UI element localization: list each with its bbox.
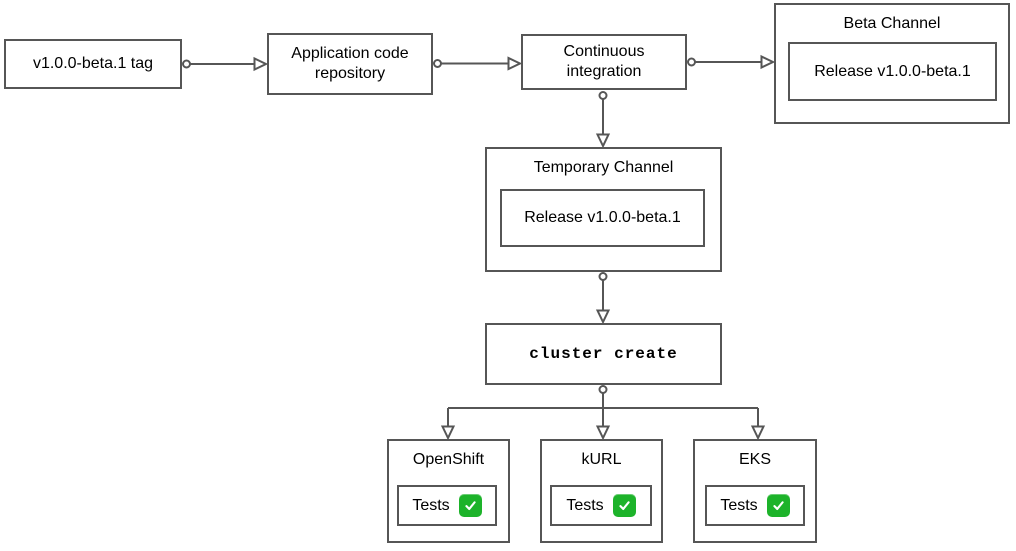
node-openshift-tests-label: Tests [412, 496, 450, 514]
node-kurl-tests: Tests [550, 485, 652, 526]
container-beta-channel-title: Beta Channel [843, 15, 941, 32]
node-beta-release-label: Release v1.0.0-beta.1 [814, 62, 971, 80]
container-cluster-eks-title: EKS [738, 451, 771, 468]
container-cluster-kurl: kURL Tests [540, 439, 663, 543]
node-beta-release: Release v1.0.0-beta.1 [788, 42, 997, 101]
node-temporary-release-label: Release v1.0.0-beta.1 [524, 209, 681, 226]
node-application-code-repository: Application code repository [267, 33, 433, 95]
node-application-code-repository-label: Application code repository [291, 45, 409, 82]
node-version-tag: v1.0.0-beta.1 tag [4, 39, 182, 89]
node-temporary-release: Release v1.0.0-beta.1 [500, 189, 705, 247]
node-version-tag-label: v1.0.0-beta.1 tag [32, 55, 154, 72]
check-mark-button-icon [612, 494, 636, 517]
container-temporary-channel: Temporary Channel Release v1.0.0-beta.1 [485, 147, 722, 272]
node-cluster-create-label: cluster create [529, 345, 678, 363]
container-cluster-kurl-title: kURL [581, 451, 622, 468]
container-cluster-openshift: OpenShift Tests [387, 439, 510, 543]
node-continuous-integration: Continuous integration [521, 34, 687, 90]
arrow-repo-to-ci [433, 56, 523, 71]
check-mark-button-icon [766, 494, 790, 517]
node-kurl-tests-label: Tests [566, 496, 604, 514]
node-openshift-tests: Tests [397, 485, 497, 526]
node-eks-tests-label: Tests [720, 496, 758, 514]
container-cluster-eks: EKS Tests [693, 439, 817, 543]
container-cluster-openshift-title: OpenShift [412, 451, 485, 468]
container-temporary-channel-title: Temporary Channel [533, 159, 674, 176]
node-eks-tests: Tests [705, 485, 805, 526]
arrow-ci-to-temporary-channel [595, 91, 611, 149]
arrow-cluster-create-fanout [440, 385, 766, 441]
arrow-tag-to-repo [182, 56, 269, 72]
arrow-ci-to-beta-channel [687, 54, 776, 70]
container-beta-channel: Beta Channel Release v1.0.0-beta.1 [774, 3, 1010, 124]
arrow-temporary-to-cluster-create [595, 272, 611, 325]
node-cluster-create: cluster create [485, 323, 722, 385]
check-mark-button-icon [458, 494, 482, 517]
node-continuous-integration-label: Continuous integration [563, 43, 645, 80]
